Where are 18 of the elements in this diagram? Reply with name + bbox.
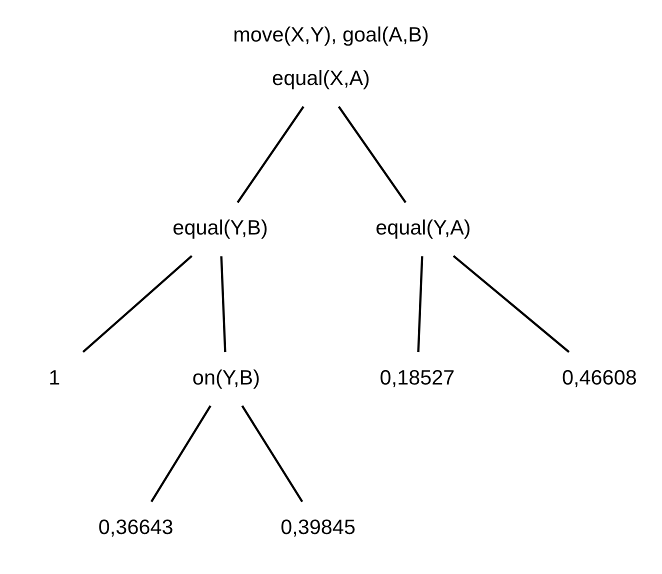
node-text: 1 bbox=[48, 366, 60, 390]
node-text: 0,36643 bbox=[98, 516, 174, 539]
node-text: equal(Y,A) bbox=[376, 216, 471, 240]
node-text: equal(Y,B) bbox=[172, 216, 268, 240]
connector bbox=[220, 256, 226, 352]
connector bbox=[150, 405, 212, 502]
connector bbox=[417, 256, 424, 352]
diagram-title: move(X,Y), goal(A,B) bbox=[233, 23, 429, 46]
connector bbox=[82, 255, 193, 353]
connector bbox=[241, 405, 304, 502]
connector bbox=[338, 106, 407, 204]
node-text: equal(X,A) bbox=[272, 67, 370, 90]
node-text: 0,18527 bbox=[380, 366, 455, 390]
node-text: 0,39845 bbox=[280, 516, 356, 539]
connector bbox=[452, 255, 570, 353]
node-text: 0,46608 bbox=[562, 366, 637, 390]
node-text: on(Y,B) bbox=[192, 366, 260, 390]
connector bbox=[236, 106, 304, 204]
